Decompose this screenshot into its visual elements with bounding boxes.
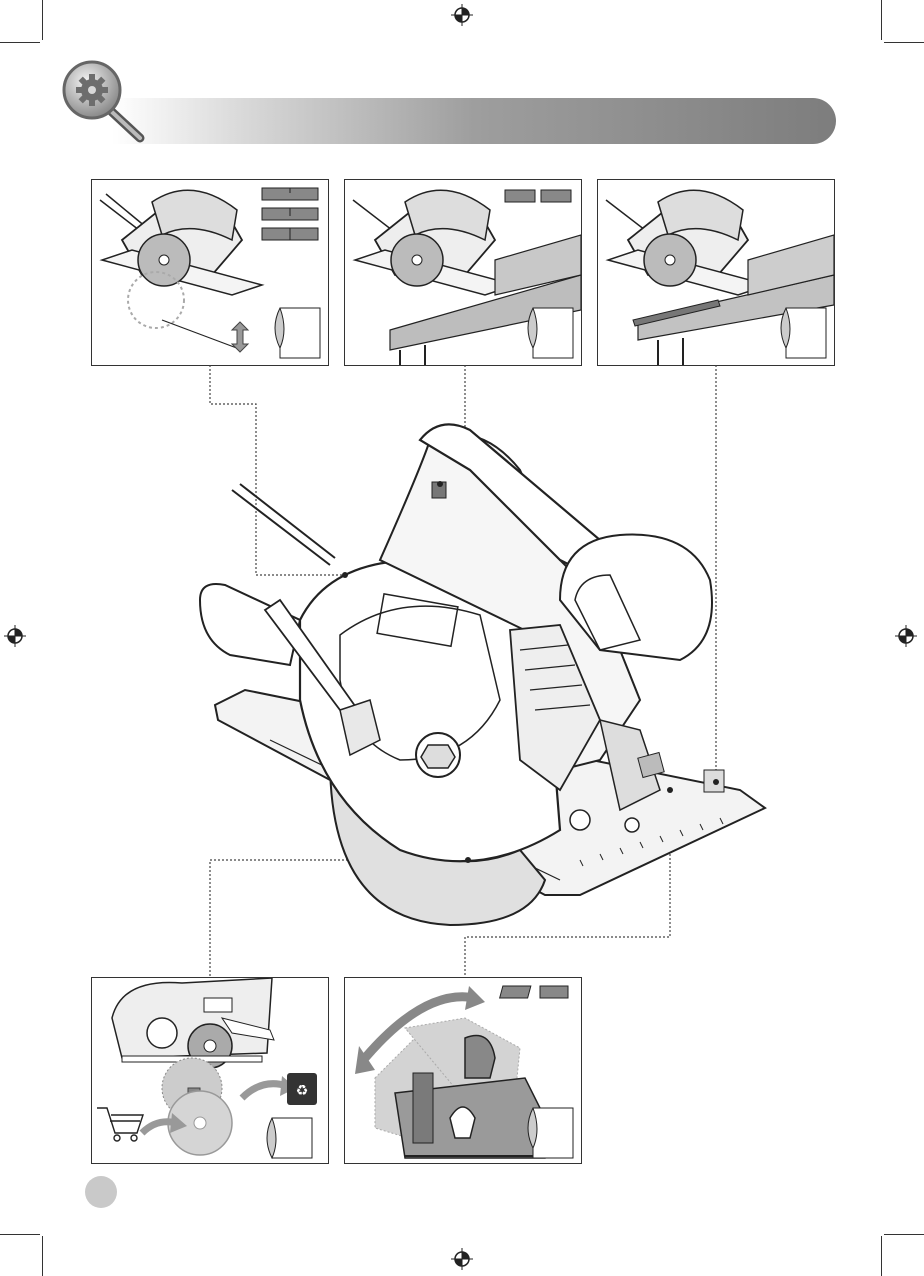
page-number-dot [85, 1176, 117, 1208]
panel-blade-replace: ♻ [91, 977, 329, 1164]
svg-text:♻: ♻ [296, 1083, 309, 1099]
panel-tilt-angle [344, 977, 582, 1164]
